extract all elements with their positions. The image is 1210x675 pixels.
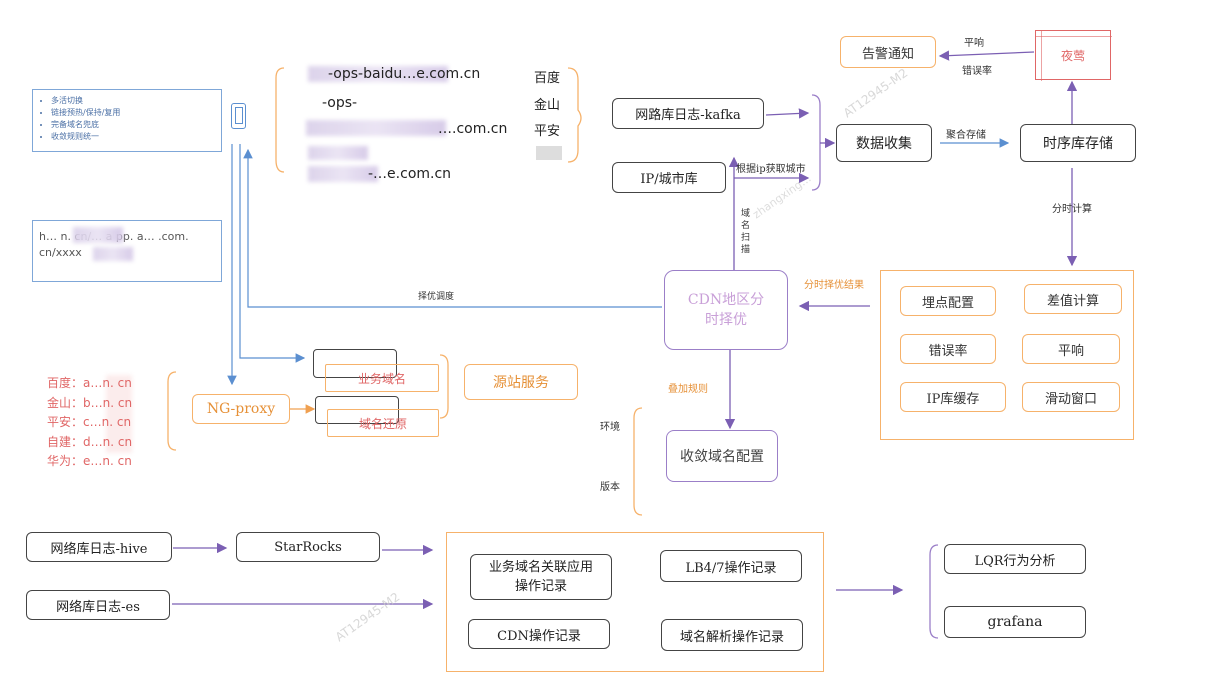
domain-item: -ops- [322,95,358,111]
feature-notes: 多活切换 链接预热/保持/复用 完备域名兜底 收敛规则统一 [32,89,222,152]
vendor-label: 百度 [534,71,561,86]
hive-log-box: 网络库日志-hive [26,532,172,562]
record-box: CDN操作记录 [468,619,610,649]
vendor-domain-row: 金山：b…n. cn [47,395,133,410]
nightingale-box: 夜莺 [1035,30,1112,81]
biz-domain-box: 业务域名 [325,364,439,392]
record-box: 域名解析操作记录 [661,619,803,651]
label-overlay: 叠加规则 [668,384,708,395]
note-item: 多活切换 [51,95,120,107]
label-aggregate: 聚合存储 [946,130,986,141]
note-item: 链接预热/保持/复用 [51,107,120,119]
vendor-domain-row: 百度：a…n. cn [47,376,132,390]
cdn-optimize-box: CDN地区分时择优 [664,270,788,350]
alert-notify-box: 告警通知 [840,36,936,68]
converge-config-box: 收敛域名配置 [666,430,778,482]
ip-city-box: IP/城市库 [612,162,726,193]
label-result: 分时择优结果 [804,280,864,291]
metric-box: 错误率 [900,334,996,364]
vendor-domain-list: 百度：a…n. cn 金山：b…n. cn 平安：c…n. cn 自建：d…n.… [47,374,132,472]
label-timeshare: 分时计算 [1052,204,1092,215]
record-box: LB4/7操作记录 [660,550,802,582]
label-avg-resp: 平响 [964,38,984,49]
metric-box: 埋点配置 [900,286,996,316]
label-error-rate: 错误率 [962,66,992,77]
label-scan: 域名扫描 [741,209,751,255]
origin-service-box: 源站服务 [464,364,578,400]
grafana-box: grafana [944,606,1086,638]
starrocks-box: StarRocks [236,532,380,562]
metric-box: 差值计算 [1024,284,1122,314]
domain-item: -…e.com.cn [368,166,452,182]
vendor-label [536,146,562,160]
domain-restore-box: 域名还原 [327,409,439,437]
label-ip-city: 根据ip获取城市 [736,164,806,175]
vendor-label: 平安 [534,124,561,139]
vendor-domain-row: 平安：c…n. cn [47,415,132,429]
records-group [446,532,824,672]
data-collect-box: 数据收集 [836,124,932,162]
label-dispatch: 择优调度 [418,292,455,302]
domain-restore-outline [315,396,399,424]
record-box: 业务域名关联应用操作记录 [470,554,612,600]
domain-item: -ops-baidu…e.com.cn [328,66,481,82]
record-label: 业务域名关联应用操作记录 [488,560,593,594]
ng-proxy-box: NG-proxy [192,394,290,424]
metric-box: 滑动窗口 [1022,382,1120,412]
vendor-domain-row: 自建：d…n. cn [47,434,133,449]
metric-box: 平响 [1022,334,1120,364]
label-version: 版本 [600,482,620,493]
cdn-optimize-label: CDN地区分时择优 [687,292,765,328]
label-env: 环境 [600,422,620,433]
phone-icon [231,103,246,129]
nightingale-label: 夜莺 [1060,48,1085,63]
metrics-group [880,270,1134,440]
vendor-domain-row: 华为：e…n. cn [47,454,132,468]
domain-item: ….com.cn [438,121,508,137]
note-item: 完备域名兜底 [51,119,120,131]
es-log-box: 网络库日志-es [26,590,170,620]
note-item: 收敛规则统一 [51,131,120,143]
vendor-label: 金山 [534,98,561,113]
metric-box: IP库缓存 [900,382,1006,412]
url-note: h… n. cn/… a pp. a… .com. cn/xxxx [32,220,222,282]
biz-domain-outline [313,349,397,378]
tsdb-storage-box: 时序库存储 [1020,124,1136,162]
lqr-analysis-box: LQR行为分析 [944,544,1086,574]
kafka-log-box: 网路库日志-kafka [612,98,764,129]
